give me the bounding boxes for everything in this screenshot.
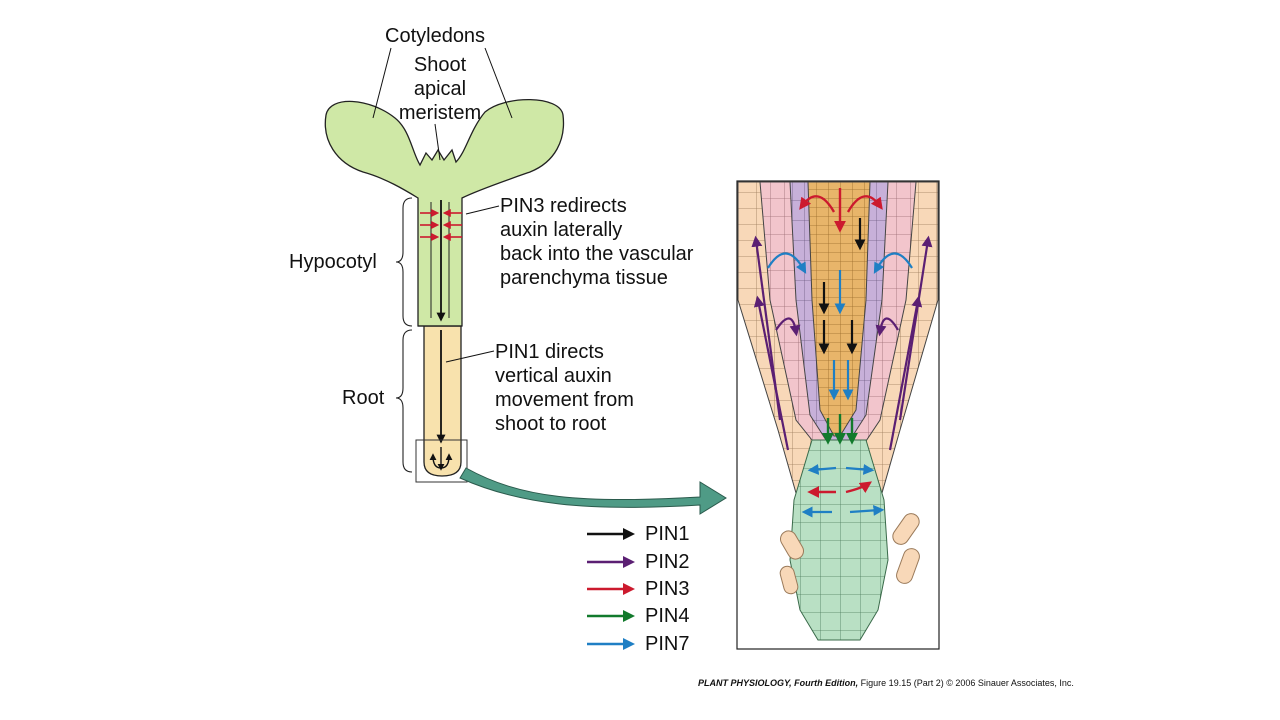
legend-item-pin4: PIN4 (585, 604, 715, 628)
zoom-pointer-arrow (459, 467, 727, 515)
sam-line-2: apical (413, 78, 467, 100)
label-cotyledons: Cotyledons (385, 25, 486, 47)
root-tip-arrows (429, 447, 453, 471)
leader-lines (372, 47, 513, 363)
figure-caption: PLANT PHYSIOLOGY, Fourth Edition, Figure… (698, 677, 1074, 689)
pin3-note-line-2: auxin laterally (500, 219, 623, 241)
legend-label: PIN3 (645, 578, 690, 600)
legend-label: PIN7 (645, 633, 690, 655)
caption-copyright: © 2006 Sinauer Associates, Inc. (943, 678, 1074, 688)
legend-item-pin7: PIN7 (585, 632, 715, 656)
sam-line-3: meristem (398, 102, 482, 124)
pin3-note: PIN3 redirects auxin laterally back into… (500, 194, 693, 290)
legend-label: PIN1 (645, 523, 690, 545)
pin7-detail-arrows (767, 252, 913, 518)
seedling (324, 98, 565, 483)
legend-arrow-head (623, 583, 635, 595)
pin3-note-line-3: back into the vascular (500, 243, 694, 265)
arrow-icon (587, 638, 635, 650)
caption-figure: Figure 19.15 (Part 2) (858, 678, 944, 688)
pin4-detail-arrows (822, 414, 858, 445)
legend-arrow-head (623, 528, 635, 540)
pin1-note-line-4: shoot to root (495, 413, 607, 435)
legend-arrow-head (623, 610, 635, 622)
pin1-note: PIN1 directs vertical auxin movement fro… (495, 340, 634, 436)
root-tip-detail (736, 180, 940, 650)
arrow-icon (587, 583, 635, 595)
label-hypocotyl: Hypocotyl (289, 251, 377, 273)
label-shoot-apical-meristem: Shoot apical meristem (388, 53, 492, 125)
pin2-arrows (751, 235, 933, 451)
pin1-note-line-1: PIN1 directs (495, 341, 604, 363)
arrow-icon (587, 610, 635, 622)
pin1-detail-arrows (818, 218, 866, 355)
root-tip-box (415, 439, 468, 483)
sam-line-1: Shoot (413, 54, 467, 76)
pin3-note-line-1: PIN3 redirects (500, 195, 627, 217)
pin1-note-line-2: vertical auxin (495, 365, 612, 387)
legend-item-pin1: PIN1 (585, 522, 715, 546)
root-body (423, 325, 462, 477)
root-cap-cells (779, 513, 920, 595)
legend-item-pin2: PIN2 (585, 550, 715, 574)
caption-title: PLANT PHYSIOLOGY, Fourth Edition, (698, 678, 859, 688)
pin1-note-line-3: movement from (495, 389, 634, 411)
label-root: Root (342, 387, 385, 409)
legend-arrow-head (623, 556, 635, 568)
legend-label: PIN4 (645, 605, 690, 627)
arrow-icon (587, 528, 635, 540)
pin3-detail-arrows (799, 188, 883, 498)
legend-label: PIN2 (645, 551, 690, 573)
arrow-icon (587, 556, 635, 568)
pin3-note-line-4: parenchyma tissue (500, 267, 668, 289)
hypocotyl-bracket (395, 197, 413, 327)
pin3-lateral-arrows (420, 209, 462, 241)
root-bracket (395, 329, 413, 473)
legend-arrow-head (623, 638, 635, 650)
columella (789, 439, 889, 641)
legend-item-pin3: PIN3 (585, 577, 715, 601)
